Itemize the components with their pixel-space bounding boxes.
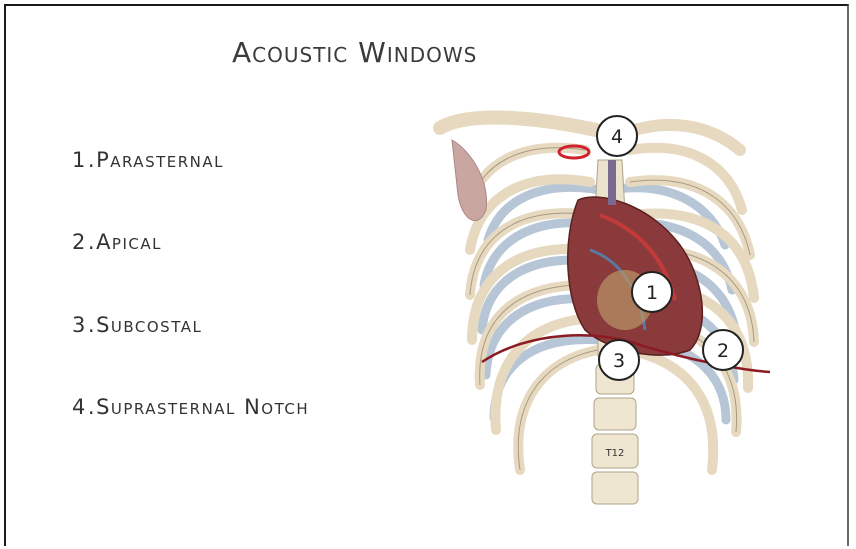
item-number: 1	[72, 148, 87, 172]
slide-frame	[4, 4, 849, 546]
item-number: 2	[72, 230, 87, 254]
item-number: 3	[72, 313, 87, 337]
item-label: Parasternal	[96, 148, 224, 172]
item-label: Suprasternal Notch	[96, 395, 309, 419]
item-number: 4	[72, 395, 87, 419]
list-item: 2.Apical	[72, 230, 162, 254]
item-label: Apical	[96, 230, 162, 254]
list-item: 3.Subcostal	[72, 313, 202, 337]
list-item: 1.Parasternal	[72, 148, 224, 172]
item-label: Subcostal	[96, 313, 202, 337]
page-title: Acoustic Windows	[232, 36, 477, 69]
list-item: 4.Suprasternal Notch	[72, 395, 309, 419]
